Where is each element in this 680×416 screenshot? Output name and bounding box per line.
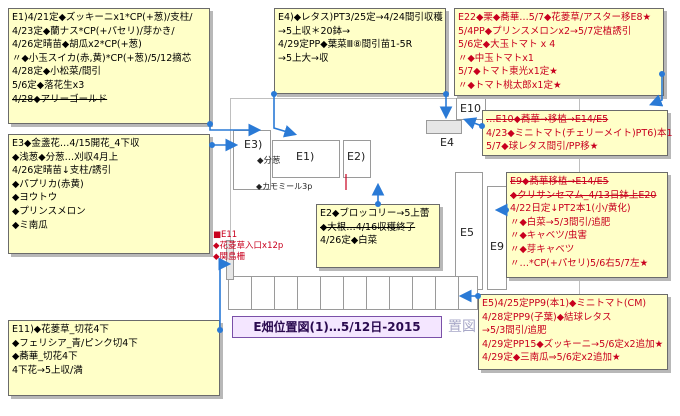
note-line: 5/7◆トマト東光x1定★: [458, 66, 558, 78]
note-line: 5/6定◆落花生x3: [12, 79, 85, 91]
note-line: 4/22日定↓PT2本1(小/黄化): [510, 203, 631, 215]
e11-inline-line: ■E11: [213, 230, 238, 240]
area-e2-box: [343, 140, 371, 178]
note-line: 4/28定PP9(子葉)◆結球レタス: [482, 311, 612, 323]
bottom-bed-row: [228, 276, 478, 310]
note-e2: E2◆ブロッコリー→5上蕾 ◆大根…4/16収穫終了 4/26定◆白菜: [316, 204, 440, 268]
note-line: ◆浅葱◆分葱…刈収4月上: [12, 151, 119, 163]
note-line: 〃…*CP(+パセリ)5/6右5/7左★: [510, 257, 649, 269]
note-line: ◆ヨウトウ: [12, 192, 58, 204]
note-line: E22◆栗◆蕎華…5/7◆花菱草/アスター移E8★: [458, 12, 652, 23]
area-e2-label: E2): [347, 150, 366, 163]
kamomiru-label: ◆カモミール3p: [256, 182, 313, 191]
arrow-e4: [273, 94, 298, 138]
note-line: ◆フェリシア_青/ピンク切4下: [12, 337, 138, 349]
note-line: 〃◆白菜→5/3間引/追肥: [510, 216, 611, 228]
e11-inline-line: ◆関島柵: [213, 252, 246, 262]
area-e3-label: E3): [244, 138, 263, 151]
arrow-dot: [209, 142, 215, 148]
note-line: 5/6定◆大玉トマト x 4: [458, 39, 556, 51]
arrow-dot: [503, 207, 509, 213]
area-e4-box: [426, 120, 462, 134]
note-line: ◆クリサンセマム_4/13日鉢上E20: [510, 189, 657, 201]
note-e9: E9◆蕎華移植→E14/E5 ◆クリサンセマム_4/13日鉢上E20 4/22日…: [506, 172, 668, 278]
note-line: ◆大根…4/16収穫終了: [320, 221, 416, 233]
note-line: 4下花→5上収/満: [12, 364, 83, 376]
note-line: 〃◆中玉トマトx1: [458, 52, 534, 64]
e11-inline-labels: ■E11 ◆花菱草入口x12p ◆関島柵: [213, 230, 283, 263]
note-line: 4/23◆ミニトマト(チェリーメイト)PT6)本1: [486, 127, 673, 139]
note-line: 4/29定◆三南瓜⇒5/6定x2追加★: [482, 352, 621, 364]
arrow-dot: [659, 71, 665, 77]
note-line: E1)4/21定◆ズッキーニx1*CP(+葱)/支柱/: [12, 12, 193, 23]
note-line: 〃◆芽キャベツ: [510, 243, 575, 255]
note-e4: E4)◆レタス)PT3/25定→4/24間引収穫 →5上収＊20鉢→ 4/29定…: [274, 8, 446, 94]
arrow-dot: [271, 91, 277, 97]
note-line: 4/26定晴苗◆胡瓜x2*CP(+葱): [12, 39, 142, 51]
note-line: →5上大→収: [278, 52, 329, 64]
area-e4-label: E4: [440, 136, 454, 149]
arrow-dot: [479, 123, 485, 129]
ghost-title-text: 置図: [448, 319, 476, 335]
note-line: 〃◆トマト桃太郎x1定★: [458, 79, 562, 91]
note-line: E4)◆レタス)PT3/25定→4/24間引収穫: [278, 12, 443, 23]
note-line: E11)◆花菱草_切花4下: [12, 324, 109, 335]
note-line: ◆パプリカ(赤黄): [12, 178, 84, 190]
note-line: ◆ミ南瓜: [12, 219, 48, 231]
arrow-dot: [375, 201, 381, 207]
note-line: 〃◆キャベツ/虫害: [510, 230, 588, 242]
note-line: →5/3間引/追肥: [482, 325, 547, 337]
area-e5-box: [455, 172, 483, 290]
note-line: E5)4/25定PP9(本1)◆ミニトマト(CM): [482, 298, 647, 309]
note-e3: E3◆金盞花…4/15開花_4下収 ◆浅葱◆分葱…刈収4月上 4/26定晴苗↓支…: [8, 134, 210, 254]
area-e1-label: E1): [296, 150, 315, 163]
note-line: …E10◆蕎華→移植→E14/E5: [486, 114, 609, 125]
arrow-dot: [207, 121, 213, 127]
bunsou-label: ◆分葱: [257, 156, 281, 166]
note-line: 5/4PP◆プリンスメロンx2→5/7定植誘引: [458, 25, 632, 37]
arrow-e22-right: [649, 74, 664, 107]
note-line: 5/7◆球レタス間引/PP移★: [486, 141, 599, 153]
area-e10-label: E10: [460, 102, 481, 115]
note-line: ◆蕎華_切花4下: [12, 351, 78, 363]
note-line: 〃◆小玉スイカ(赤,黄)*CP(+葱)/5/12摘芯: [12, 52, 192, 64]
arrow-dot: [217, 327, 223, 333]
note-line: E9◆蕎華移植→E14/E5: [510, 176, 609, 187]
arrow-dot: [475, 293, 481, 299]
arrow-e1: [209, 123, 262, 137]
note-line: 4/29定PP15◆ズッキーニ→5/6定x2追加★: [482, 338, 664, 350]
e11-inline-line: ◆花菱草入口x12p: [213, 241, 284, 251]
arrow-e11: [218, 257, 232, 330]
note-line: 4/28定◆小松菜/間引: [12, 66, 101, 78]
note-line: 4/23定◆蘭ナス*CP(+パセリ)/芽かき/: [12, 25, 175, 37]
note-line: E2◆ブロッコリー→5上蕾: [320, 208, 430, 219]
note-line: E3◆金盞花…4/15開花_4下収: [12, 138, 140, 149]
area-e3-box: [233, 130, 271, 190]
note-line: 4/28◆アリーゴールド: [12, 93, 108, 105]
area-e5-label: E5: [460, 226, 474, 239]
page-title: E畑位置図(1)…5/12日-2015: [232, 316, 442, 338]
note-line: 4/29定PP◆葉菜Ⅲ⑧間引苗1-5R: [278, 39, 413, 51]
arrow-dot: [443, 91, 449, 97]
area-e9-label: E9: [490, 240, 504, 253]
note-e1: E1)4/21定◆ズッキーニx1*CP(+葱)/支柱/ 4/23定◆蘭ナス*CP…: [8, 8, 210, 124]
note-line: 4/26定◆白菜: [320, 235, 378, 247]
area-e1-box: [272, 140, 340, 178]
note-e22: E22◆栗◆蕎華…5/7◆花菱草/アスター移E8★ 5/4PP◆プリンスメロンx…: [454, 8, 664, 96]
note-line: →5上収＊20鉢→: [278, 25, 351, 37]
note-e11: E11)◆花菱草_切花4下 ◆フェリシア_青/ピンク切4下 ◆蕎華_切花4下 4…: [8, 320, 220, 396]
note-e10: …E10◆蕎華→移植→E14/E5 4/23◆ミニトマト(チェリーメイト)PT6…: [482, 110, 673, 156]
note-e5: E5)4/25定PP9(本1)◆ミニトマト(CM) 4/28定PP9(子葉)◆結…: [478, 294, 668, 370]
note-line: ◆プリンスメロン: [12, 205, 86, 217]
note-line: 4/26定晴苗↓支柱/誘引: [12, 165, 111, 177]
